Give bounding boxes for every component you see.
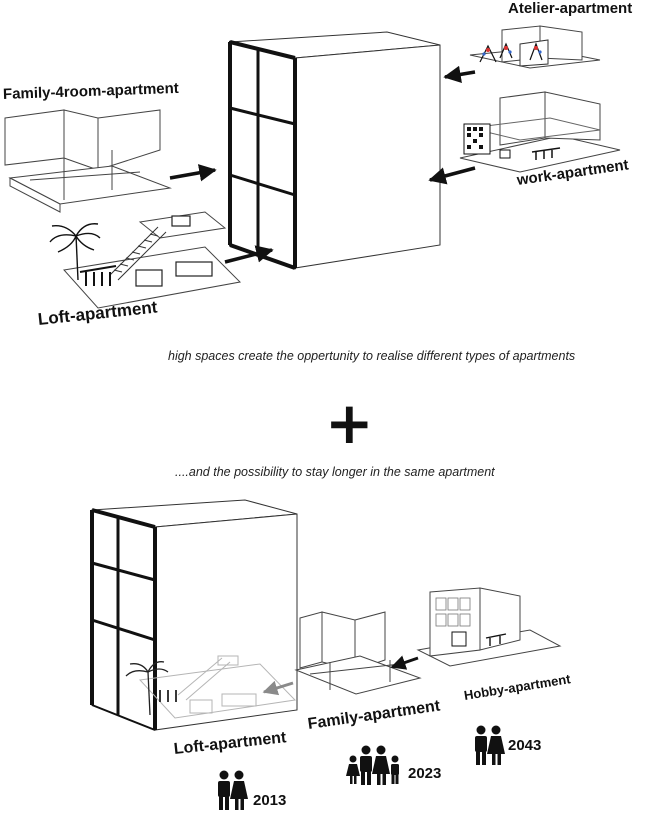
loft-apartment-sketch	[49, 211, 242, 309]
caption-stay-longer: ....and the possibility to stay longer i…	[175, 465, 495, 479]
year-2023: 2023	[408, 765, 442, 782]
hobby-apartment-sketch	[416, 587, 562, 667]
plus-sign: +	[325, 389, 374, 457]
year-2013: 2013	[253, 792, 287, 809]
arrow-grey-into-building	[262, 680, 294, 696]
year-2043: 2043	[508, 737, 542, 754]
couple-icon-2013	[218, 770, 248, 810]
bottom-building	[90, 499, 298, 731]
top-building	[228, 31, 441, 270]
caption-high-spaces: high spaces create the oppertunity to re…	[168, 349, 576, 363]
work-apartment-sketch	[459, 91, 621, 173]
arrow-atelier-to-building	[443, 65, 476, 84]
family-icon-2023	[346, 745, 399, 785]
arrow-loft-to-building	[224, 245, 274, 264]
family-apartment-sketch	[294, 611, 422, 695]
arrow-work-to-building	[428, 166, 476, 185]
couple-icon-2043	[475, 725, 505, 765]
arrow-hobby-to-family	[390, 655, 419, 670]
atelier-apartment-sketch	[469, 25, 601, 69]
family4-apartment-sketch	[4, 109, 172, 213]
arrow-family4-to-building	[169, 164, 217, 182]
label-atelier-apartment: Atelier-apartment	[508, 0, 633, 17]
